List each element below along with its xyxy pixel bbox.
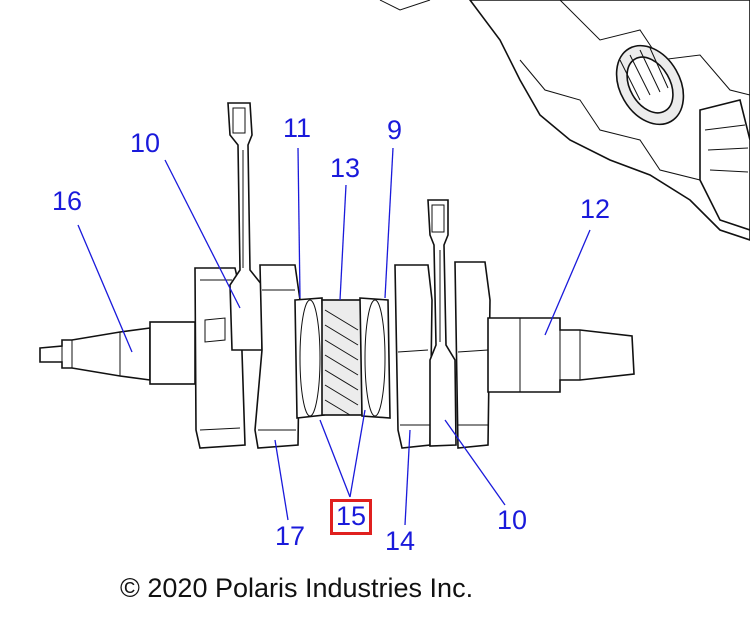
callout-10-top[interactable]: 10	[130, 128, 161, 158]
callout-17[interactable]: 17	[275, 521, 306, 551]
background-crankshaft-assembly	[379, 0, 750, 241]
callout-10-bottom[interactable]: 10	[497, 505, 528, 535]
callout-9[interactable]: 9	[387, 115, 403, 145]
callout-14[interactable]: 14	[385, 526, 416, 556]
callout-15-highlighted[interactable]: 15	[330, 499, 373, 535]
callout-13[interactable]: 13	[330, 153, 361, 183]
callout-11[interactable]: 11	[283, 113, 312, 143]
leader-lines	[77, 147, 591, 526]
callout-16[interactable]: 16	[52, 186, 83, 216]
callout-12[interactable]: 12	[580, 194, 611, 224]
crankshaft	[39, 102, 635, 449]
copyright-notice: © 2020 Polaris Industries Inc.	[120, 573, 474, 603]
